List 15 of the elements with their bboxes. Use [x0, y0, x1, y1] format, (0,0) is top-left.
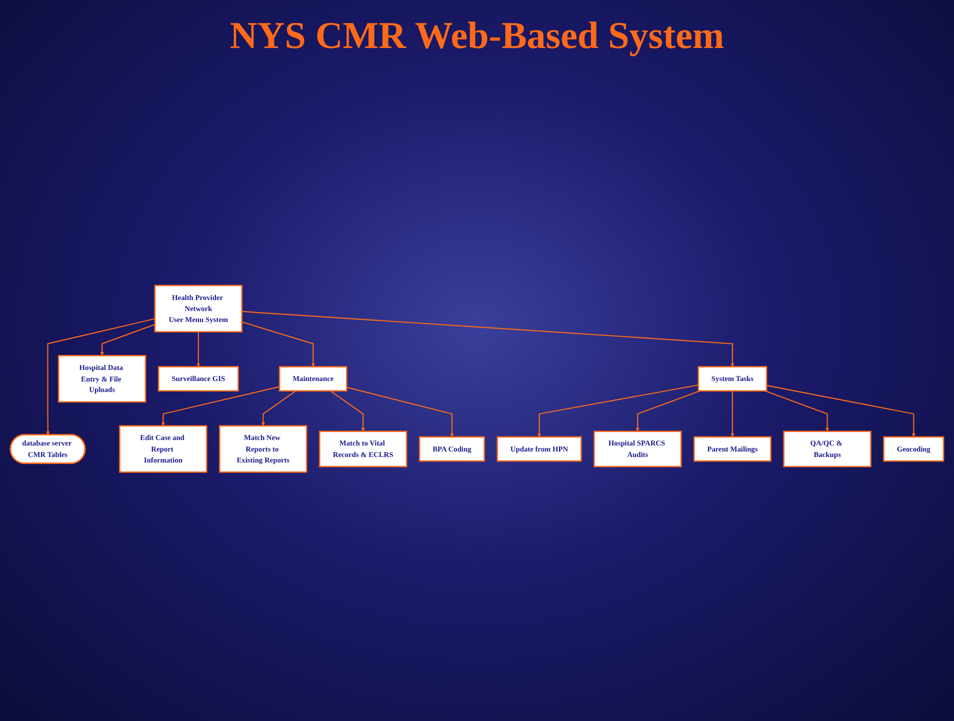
arrow — [261, 390, 296, 426]
arrow — [46, 318, 156, 436]
arrow — [730, 391, 734, 438]
arrow — [100, 324, 156, 356]
arrow — [242, 311, 734, 368]
arrow — [537, 384, 698, 438]
arrow — [346, 386, 454, 438]
title: NYS CMR Web-Based System — [228, 14, 726, 58]
arrow — [636, 390, 700, 432]
arrow — [242, 322, 316, 368]
arrow — [330, 390, 365, 432]
arrow — [161, 386, 280, 426]
arrow — [766, 385, 916, 438]
arrow — [764, 390, 830, 432]
arrow — [196, 332, 200, 368]
